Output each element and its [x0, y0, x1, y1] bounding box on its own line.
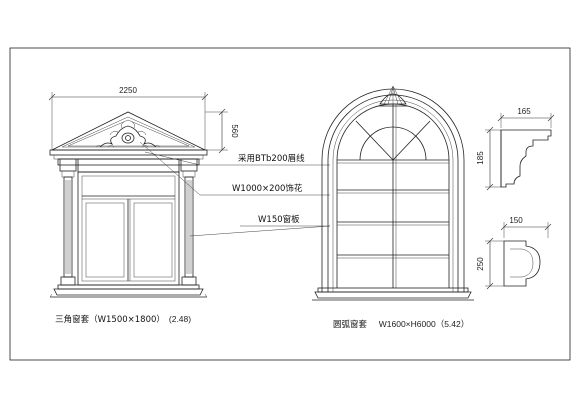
ornament-callout: W1000×200饰花: [232, 183, 303, 194]
triangle-window-label: 三角窗套（W1500×1800）: [55, 314, 165, 325]
pediment: [51, 111, 206, 151]
molding-callout: 采用BTb200眉线: [238, 153, 305, 164]
height-dimension: 560: [205, 108, 239, 154]
arched-window-spec: W1600×H6000（5.42）: [379, 319, 470, 329]
profile-bottom-shape: [503, 240, 541, 287]
profile-bottom: 150 250: [476, 216, 552, 290]
width-dimension-text: 2250: [119, 86, 137, 95]
arched-window-label: 圆弧窗套: [333, 319, 368, 330]
triangle-window: 2250 560: [48, 86, 239, 325]
arched-window-sill: [312, 287, 474, 301]
window-sill: [49, 284, 208, 298]
height-dimension-text: 560: [230, 124, 239, 138]
ornament-leader: [139, 141, 201, 196]
window-frame: [77, 171, 180, 286]
pediment-ornament: [95, 121, 161, 148]
window-rails: [337, 189, 449, 259]
profile-top-width: 165: [517, 107, 531, 116]
sheet-border: [9, 47, 571, 361]
board-callout: W150窗板: [258, 214, 300, 225]
arch-muntins: [337, 104, 449, 288]
board-leader: [189, 225, 331, 237]
right-pilaster: [180, 158, 198, 286]
profile-bottom-width: 150: [509, 216, 523, 225]
molding-leader: [144, 151, 201, 166]
width-dimension: 2250: [48, 86, 209, 150]
profile-top-shape: [500, 129, 552, 188]
triangle-window-price: (2.48): [169, 314, 191, 324]
profile-bottom-height: 250: [476, 257, 485, 271]
left-pilaster: [59, 158, 77, 286]
profile-top-height: 185: [476, 151, 485, 165]
profile-top: 165 185: [476, 107, 555, 191]
arched-window: 圆弧窗套 W1600×H6000（5.42）: [312, 85, 474, 330]
callouts: 采用BTb200眉线 W1000×200饰花 W150窗板: [139, 141, 331, 237]
